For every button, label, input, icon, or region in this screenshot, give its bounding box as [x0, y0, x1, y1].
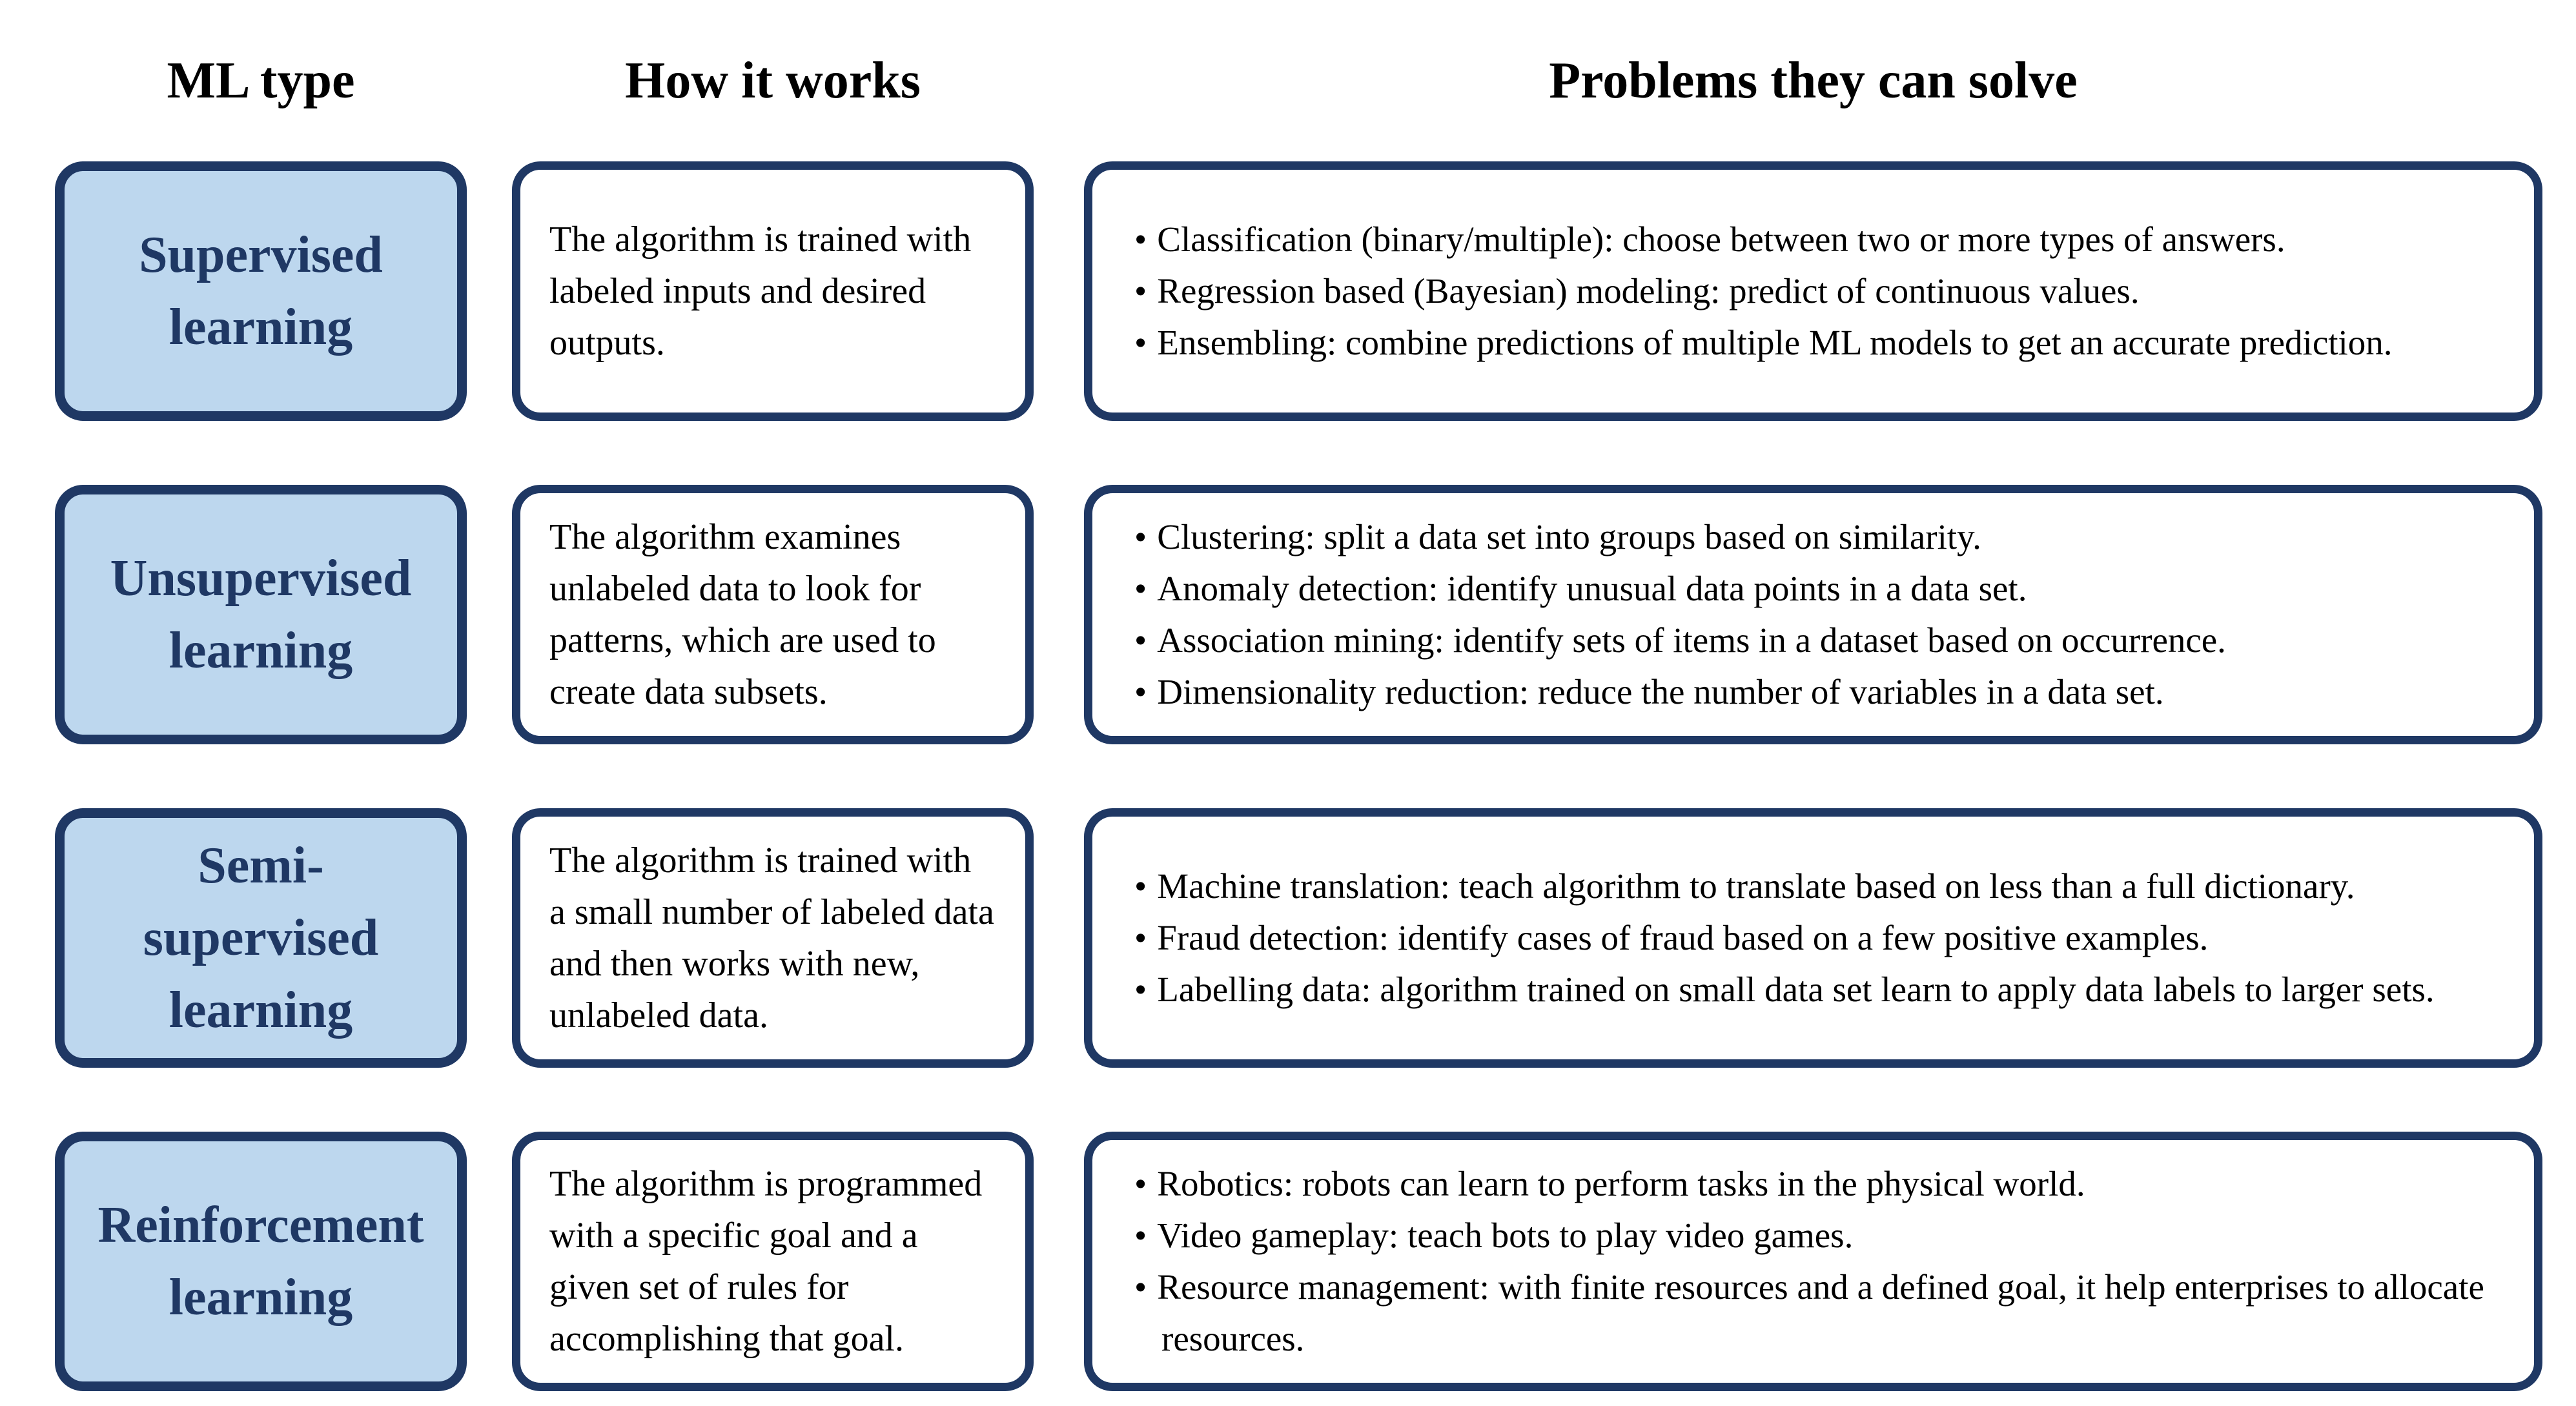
problem-item: Association mining: identify sets of ite…	[1134, 615, 2492, 666]
problem-item: Regression based (Bayesian) modeling: pr…	[1134, 265, 2492, 317]
problem-item: Robotics: robots can learn to perform ta…	[1134, 1158, 2492, 1210]
problem-item: Video gameplay: teach bots to play video…	[1134, 1210, 2492, 1261]
problem-item: Clustering: split a data set into groups…	[1134, 511, 2492, 563]
problems-box: Classification (binary/multiple): choose…	[1084, 161, 2542, 421]
header-how-it-works: How it works	[625, 52, 921, 109]
header-problems-they-can-solve: Problems they can solve	[1549, 52, 2078, 109]
ml-type-box: Reinforcement learning	[55, 1132, 467, 1391]
problem-item: Classification (binary/multiple): choose…	[1134, 214, 2492, 265]
row-reinforcement-learning: Reinforcement learning The algorithm is …	[55, 1132, 2542, 1391]
ml-type-label: Reinforcement learning	[97, 1197, 424, 1326]
how-it-works-text: The algorithm is trained with a small nu…	[549, 841, 994, 1035]
problem-item: Fraud detection: identify cases of fraud…	[1134, 912, 2492, 964]
ml-type-box: Semi-supervised learning	[55, 808, 467, 1068]
row-semi-supervised-learning: Semi-supervised learning The algorithm i…	[55, 808, 2542, 1068]
problems-box: Clustering: split a data set into groups…	[1084, 485, 2542, 744]
how-it-works-box: The algorithm is trained with a small nu…	[512, 808, 1034, 1068]
problem-item: Dimensionality reduction: reduce the num…	[1134, 666, 2492, 718]
ml-type-box: Unsupervised learning	[55, 485, 467, 744]
how-it-works-text: The algorithm is trained with labeled in…	[549, 219, 972, 363]
problem-item: Resource management: with finite resourc…	[1134, 1261, 2492, 1365]
problem-item: Ensembling: combine predictions of multi…	[1134, 317, 2492, 369]
problems-box: Machine translation: teach algorithm to …	[1084, 808, 2542, 1068]
diagram-rows: Supervised learning The algorithm is tra…	[0, 161, 2576, 1391]
how-it-works-box: The algorithm examines unlabeled data to…	[512, 485, 1034, 744]
problem-item: Labelling data: algorithm trained on sma…	[1134, 964, 2492, 1015]
ml-type-label: Supervised learning	[139, 227, 383, 356]
how-it-works-text: The algorithm examines unlabeled data to…	[549, 517, 936, 712]
header-ml-type: ML type	[167, 52, 355, 109]
how-it-works-box: The algorithm is programmed with a speci…	[512, 1132, 1034, 1391]
ml-type-label: Unsupervised learning	[110, 550, 412, 679]
problems-box: Robotics: robots can learn to perform ta…	[1084, 1132, 2542, 1391]
column-headers: ML type How it works Problems they can s…	[0, 0, 2576, 161]
problem-item: Machine translation: teach algorithm to …	[1134, 861, 2492, 912]
row-supervised-learning: Supervised learning The algorithm is tra…	[55, 161, 2542, 421]
ml-type-label: Semi-supervised learning	[143, 837, 379, 1039]
how-it-works-text: The algorithm is programmed with a speci…	[549, 1164, 983, 1359]
ml-type-box: Supervised learning	[55, 161, 467, 421]
row-unsupervised-learning: Unsupervised learning The algorithm exam…	[55, 485, 2542, 744]
problem-item: Anomaly detection: identify unusual data…	[1134, 563, 2492, 615]
how-it-works-box: The algorithm is trained with labeled in…	[512, 161, 1034, 421]
